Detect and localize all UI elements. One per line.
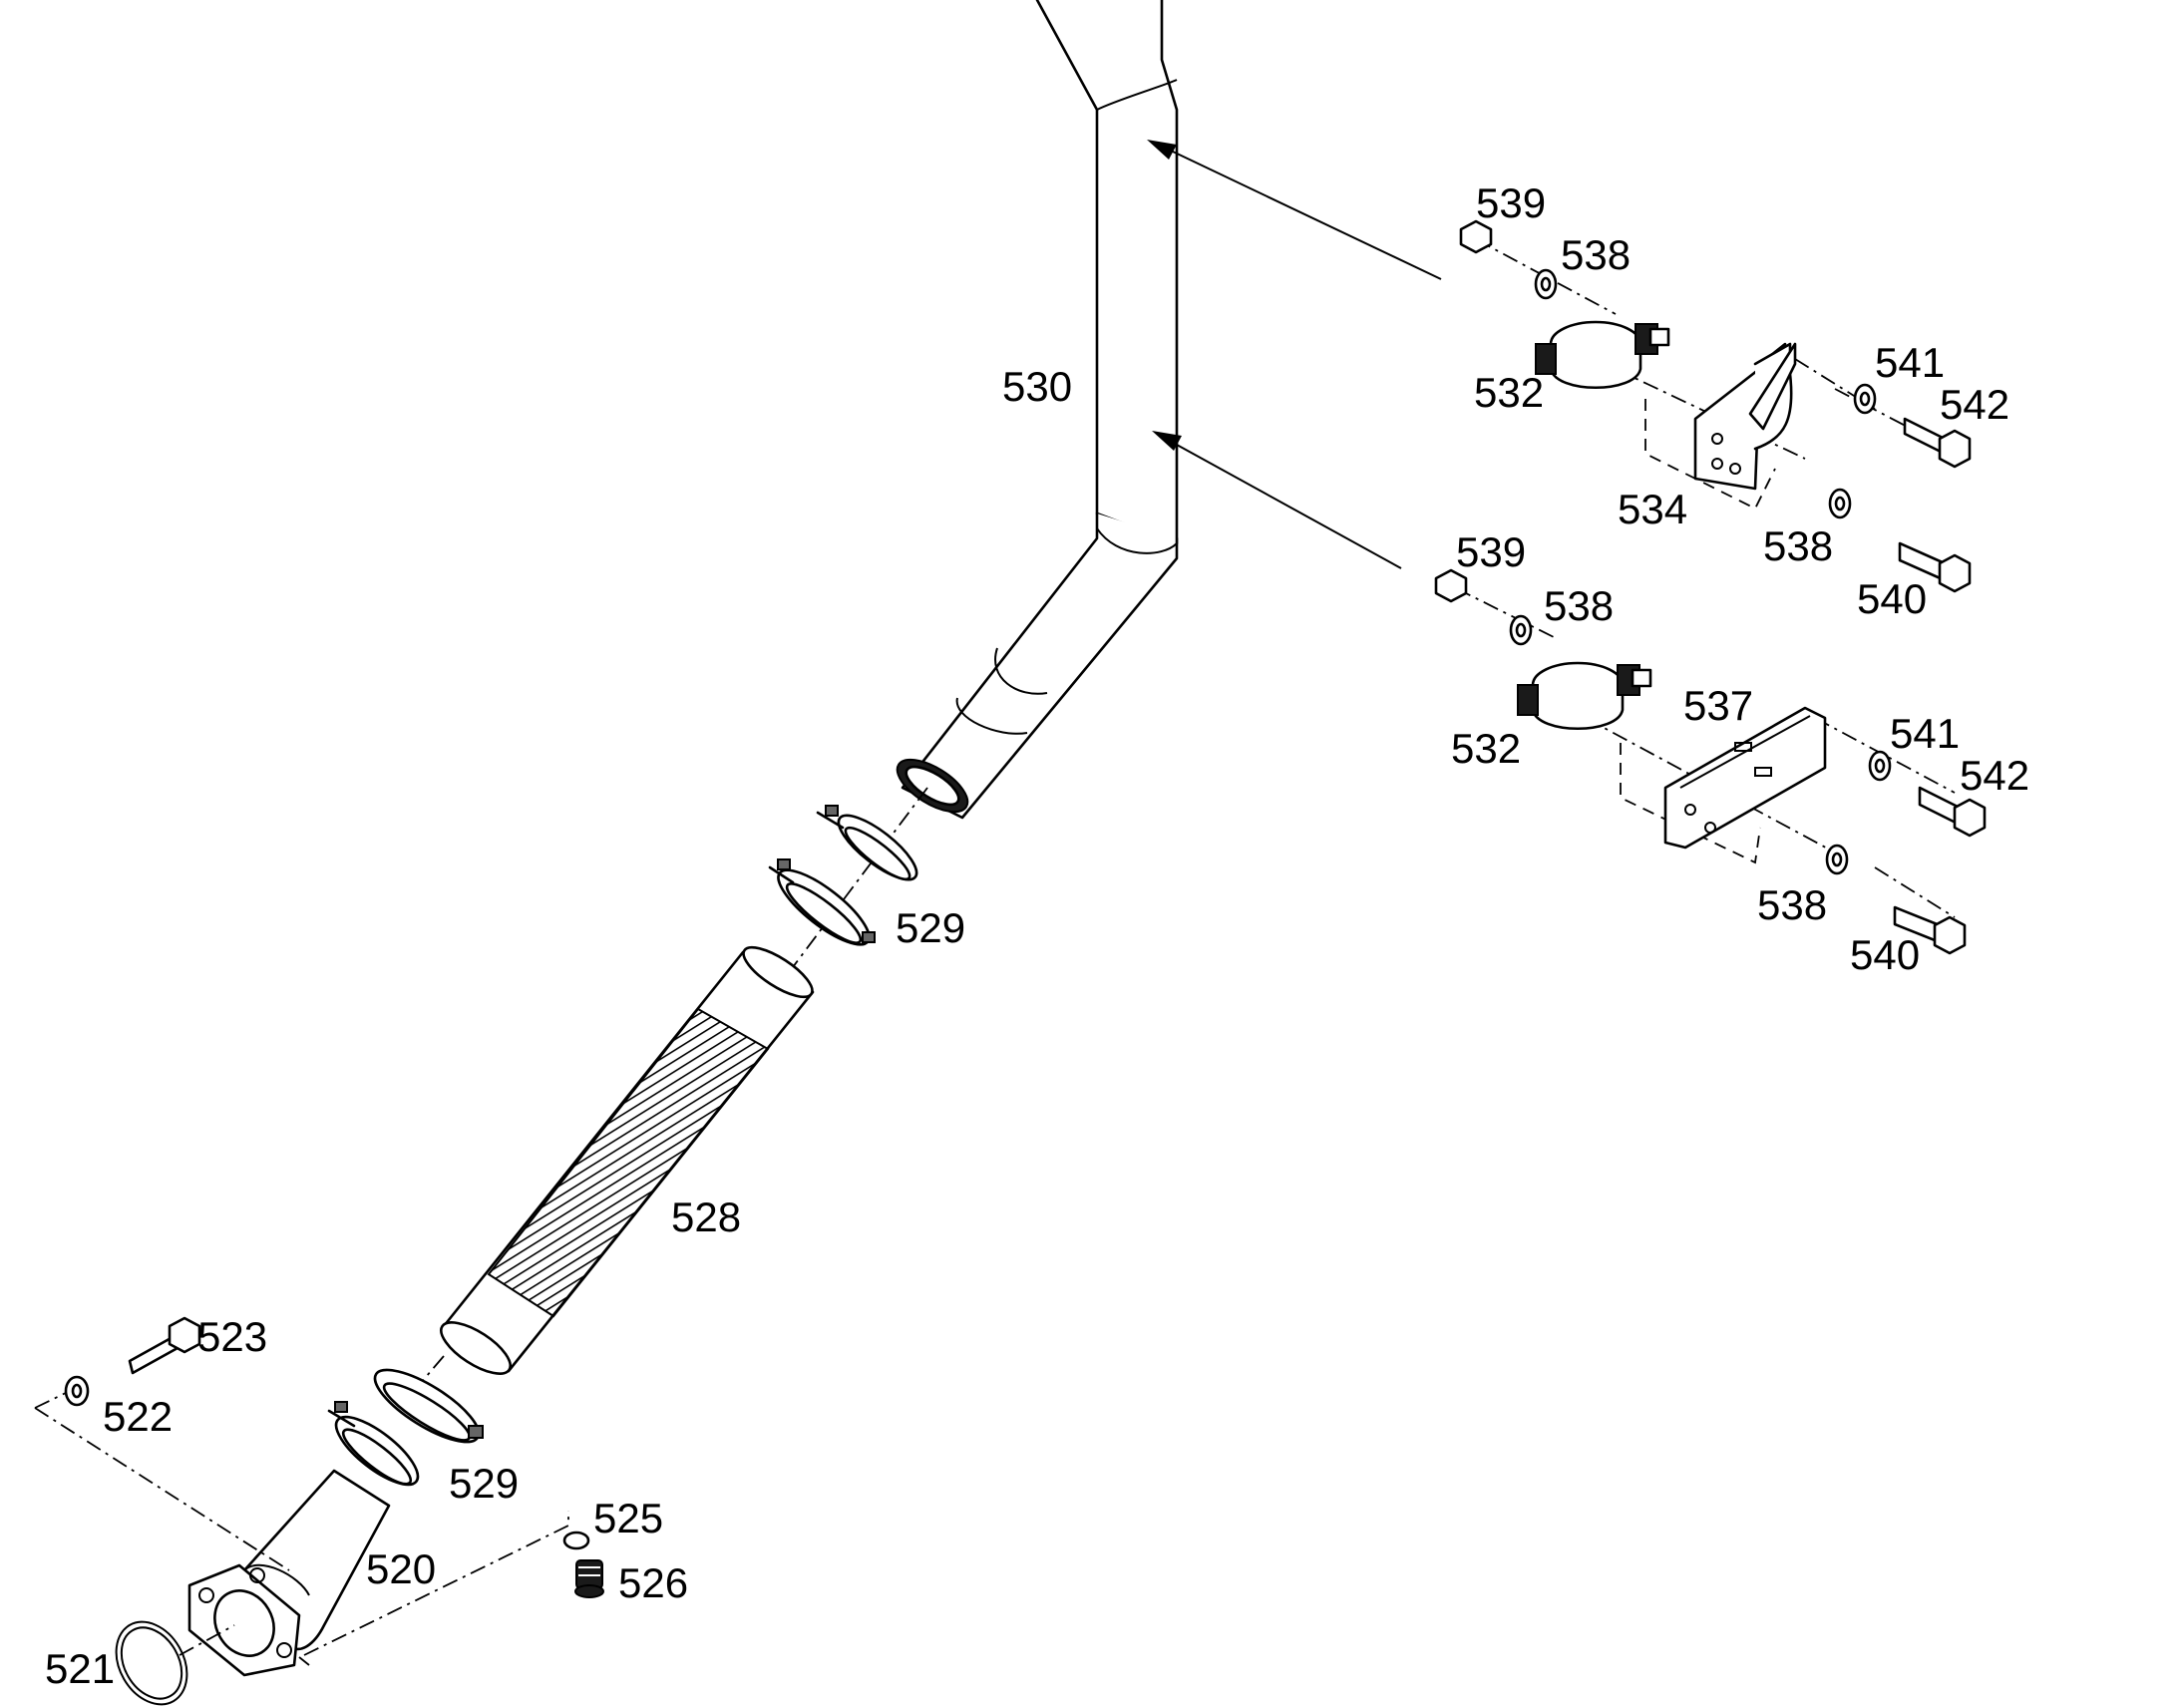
upper-bracket-assembly (1459, 219, 1972, 593)
callout-539-lower: 539 (1456, 528, 1526, 575)
nut-539-lower (1434, 568, 1468, 603)
bolt-523 (128, 1316, 201, 1375)
clamp-529-lower-b (327, 1401, 420, 1487)
plate-537 (1663, 706, 1827, 850)
clamp-529-upper-b (768, 858, 876, 946)
callout-534: 534 (1618, 486, 1687, 532)
callout-541-upper: 541 (1875, 339, 1945, 386)
attachment-arrows (1147, 140, 1442, 569)
callout-539-upper: 539 (1476, 179, 1546, 226)
callout-532-lower: 532 (1451, 725, 1521, 772)
clamp-532-upper (1535, 320, 1670, 390)
callout-525: 525 (593, 1495, 663, 1541)
callout-522: 522 (103, 1393, 173, 1440)
flex-pipe-528 (413, 945, 815, 1392)
inlet-elbow-520 (187, 1469, 391, 1677)
callout-532-upper: 532 (1474, 369, 1544, 416)
callout-528: 528 (671, 1194, 741, 1240)
clamp-529-lower-a (373, 1368, 484, 1444)
clamp-529-upper-a (816, 805, 918, 881)
washer-541-upper (1853, 383, 1877, 415)
nut-539-upper (1459, 219, 1493, 254)
plug-526 (574, 1559, 604, 1598)
washer-541-lower (1868, 750, 1892, 782)
callout-530: 530 (1002, 363, 1072, 410)
callout-538-upper-a: 538 (1561, 231, 1631, 278)
callout-523: 523 (197, 1313, 267, 1360)
callout-542-upper: 542 (1940, 381, 2009, 428)
clamp-532-lower (1517, 661, 1652, 731)
callout-542-lower: 542 (1960, 752, 2029, 799)
bolt-542-upper (1903, 417, 1972, 469)
clamps-529-upper (768, 787, 928, 988)
callout-538-lower-a: 538 (1544, 582, 1614, 629)
washer-538-lower-a (1509, 614, 1533, 646)
washer-538-upper-b (1828, 488, 1852, 519)
callout-540-upper: 540 (1857, 575, 1927, 622)
bolt-542-lower (1918, 786, 1987, 838)
callout-529-lower: 529 (449, 1460, 519, 1507)
callout-520: 520 (366, 1545, 436, 1592)
bolt-540-upper (1898, 541, 1972, 593)
washer-525 (562, 1531, 590, 1550)
callout-labels: 530 539 538 532 541 542 534 538 540 539 … (45, 179, 2029, 1692)
gasket-521 (115, 1620, 235, 1706)
callout-540-lower: 540 (1850, 931, 1920, 978)
callout-529-upper: 529 (896, 904, 965, 951)
callout-526: 526 (618, 1559, 688, 1606)
callout-541-lower: 541 (1890, 710, 1960, 757)
callout-537: 537 (1683, 682, 1753, 729)
callout-538-lower-b: 538 (1757, 881, 1827, 928)
flange-fastener-lines (34, 1390, 569, 1666)
bolt-540-lower (1893, 905, 1967, 955)
washer-538-upper-a (1534, 268, 1558, 300)
bracket-534 (1693, 342, 1797, 491)
callout-538-upper-b: 538 (1763, 522, 1833, 569)
lower-bracket-assembly (1434, 568, 1987, 955)
washer-522 (64, 1375, 90, 1407)
callout-521: 521 (45, 1645, 115, 1692)
clamps-529-lower (327, 1368, 484, 1487)
washer-538-lower-b (1825, 844, 1849, 875)
tailpipe-530 (896, 0, 1179, 820)
